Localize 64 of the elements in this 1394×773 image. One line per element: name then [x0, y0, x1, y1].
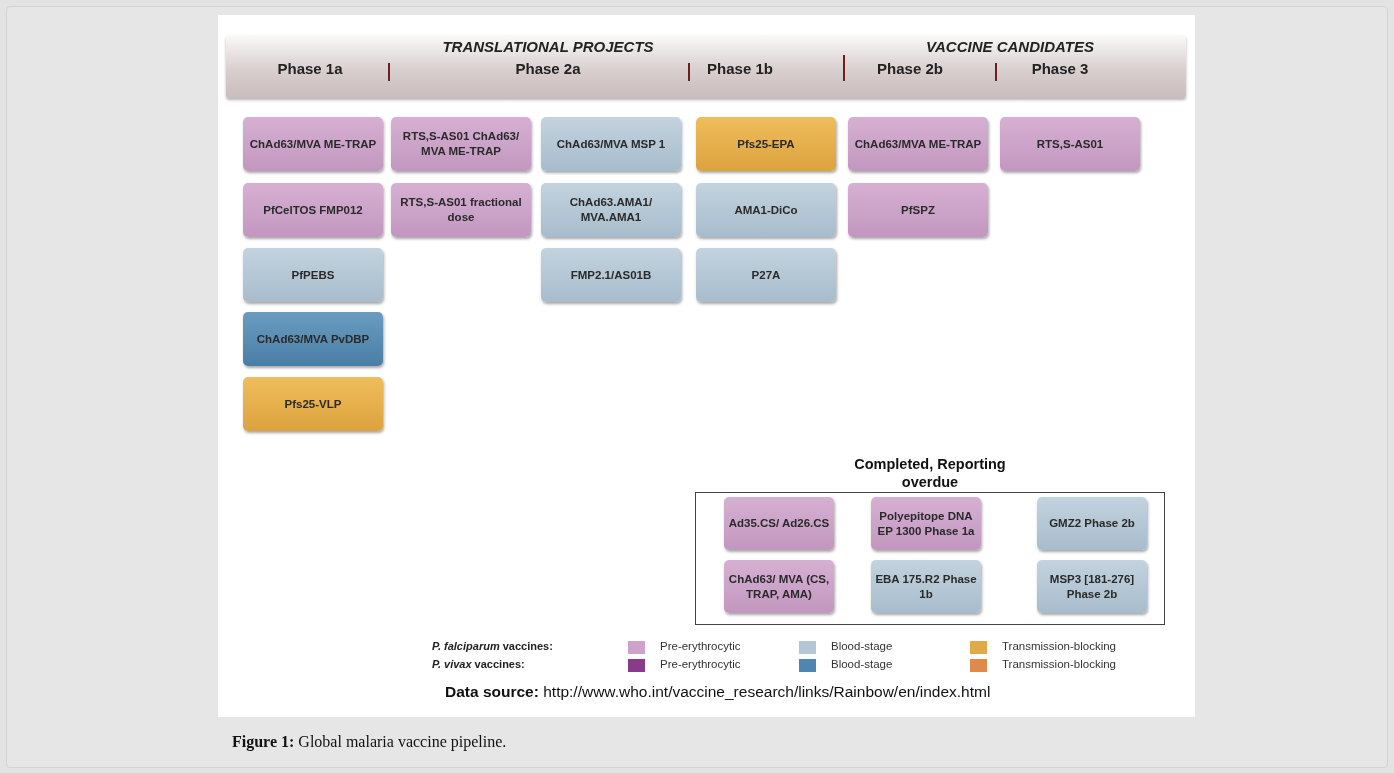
vaccine-name: Polyepitope DNA EP 1300 Phase 1a — [876, 508, 976, 539]
section-heading: VACCINE CANDIDATES — [926, 38, 1094, 55]
vaccine-name: RTS,S-AS01 ChAd63/ MVA ME-TRAP — [401, 129, 521, 159]
phase-heading: Phase 2b — [877, 60, 943, 77]
vaccine-name: ChAd63/ MVA (CS, TRAP, AMA) — [728, 571, 830, 602]
vaccine-box — [541, 117, 681, 171]
vaccine-box — [243, 248, 383, 302]
vaccine-box — [848, 183, 988, 237]
phase-heading: Phase 1a — [277, 60, 343, 77]
legend-text: Transmission-blocking — [1002, 640, 1116, 652]
vaccine-box — [871, 497, 981, 550]
vaccine-name: PfSPZ — [901, 202, 935, 218]
vaccine-box — [243, 117, 383, 171]
legend-text: Blood-stage — [831, 658, 893, 670]
vaccine-box — [724, 497, 834, 550]
vaccine-box — [391, 183, 531, 237]
header-band — [226, 35, 1186, 98]
vaccine-box — [541, 248, 681, 302]
legend-row-label: P. vivax vaccines: — [432, 658, 525, 670]
vaccine-box — [848, 117, 988, 171]
vaccine-box — [696, 248, 836, 302]
vaccine-name: RTS,S-AS01 — [1036, 136, 1104, 152]
vaccine-box — [243, 183, 383, 237]
vaccine-name: PfPEBS — [291, 267, 335, 283]
phase-heading: Phase 3 — [1031, 60, 1089, 77]
vaccine-box — [243, 377, 383, 431]
legend-text: Pre-erythrocytic — [660, 640, 741, 652]
legend-text: Transmission-blocking — [1002, 658, 1116, 670]
vaccine-box — [696, 117, 836, 171]
vaccine-name: GMZ2 Phase 2b — [1049, 516, 1135, 531]
vaccine-name: ChAd63/MVA ME-TRAP — [854, 136, 982, 152]
legend-text: Blood-stage — [831, 640, 893, 652]
vaccine-box — [243, 312, 383, 366]
group-frame — [695, 455, 1165, 625]
vaccine-box — [696, 183, 836, 237]
vaccine-box — [541, 183, 681, 237]
vaccine-box — [1037, 560, 1147, 613]
section-heading: TRANSLATIONAL PROJECTS — [442, 38, 654, 55]
vaccine-name: ChAd63/MVA ME-TRAP — [249, 136, 377, 152]
vaccine-name: P27A — [751, 267, 781, 283]
source-note: Data source: http://www.who.int/vaccine_research/links/Rainbow/en/index.html — [445, 683, 991, 701]
caption: Figure 1: Global malaria vaccine pipeline. — [232, 733, 507, 751]
vaccine-box — [391, 117, 531, 171]
vaccine-name: ChAd63/MVA PvDBP — [256, 331, 370, 347]
vaccine-box — [1037, 497, 1147, 550]
vaccine-name: EBA 175.R2 Phase 1b — [875, 571, 977, 602]
vaccine-name: Pfs25-EPA — [737, 136, 795, 152]
vaccine-name: Pfs25-VLP — [284, 396, 342, 412]
vaccine-name: FMP2.1/AS01B — [570, 267, 652, 283]
vaccine-name: RTS,S-AS01 fractional dose — [399, 195, 523, 225]
legend-text: Pre-erythrocytic — [660, 658, 741, 670]
vaccine-box — [724, 560, 834, 613]
vaccine-name: Ad35.CS/ Ad26.CS — [728, 516, 830, 531]
vaccine-box — [871, 560, 981, 613]
vaccine-name: MSP3 [181-276] Phase 2b — [1048, 571, 1136, 602]
vaccine-name: AMA1-DiCo — [734, 202, 798, 218]
vaccine-name: PfCelTOS FMP012 — [263, 202, 363, 218]
vaccine-name: ChAd63/MVA MSP 1 — [556, 136, 666, 152]
legend-row-label: P. falciparum vaccines: — [432, 640, 553, 652]
vaccine-name: ChAd63.AMA1/ MVA.AMA1 — [568, 195, 654, 225]
group-heading: Completed, Reporting overdue — [853, 455, 1007, 491]
vaccine-box — [1000, 117, 1140, 171]
phase-heading: Phase 2a — [515, 60, 581, 77]
phase-heading: Phase 1b — [707, 60, 773, 77]
